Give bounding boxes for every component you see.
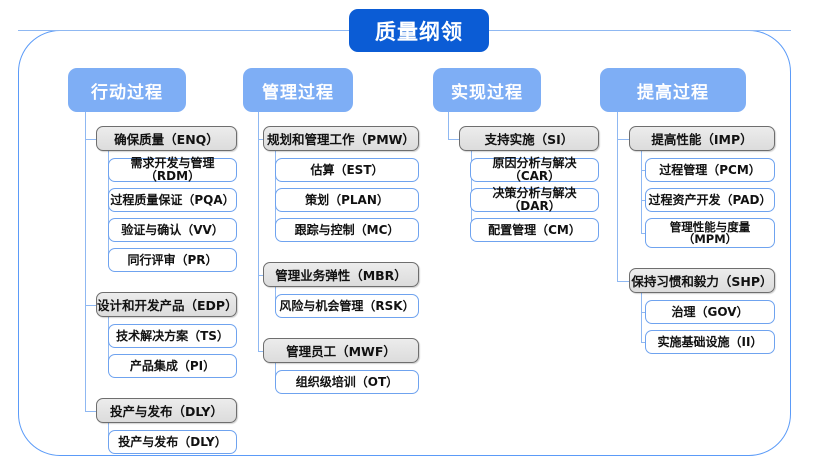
column-header-3[interactable]: 实现过程: [433, 68, 541, 112]
item-box[interactable]: 需求开发与管理（RDM）: [108, 157, 237, 182]
item-box[interactable]: 技术解决方案（TS）: [108, 324, 237, 348]
item-box[interactable]: 跟踪与控制（MC）: [275, 218, 419, 242]
item-box[interactable]: 过程资产开发（PAD）: [645, 188, 775, 212]
item-box[interactable]: 组织级培训（OT）: [275, 370, 419, 394]
column-header-2[interactable]: 管理过程: [243, 68, 353, 112]
item-box[interactable]: 投产与发布（DLY）: [108, 430, 237, 454]
item-box[interactable]: 过程管理（PCM）: [645, 158, 775, 182]
category-box[interactable]: 管理员工（MWF）: [263, 338, 419, 363]
item-box[interactable]: 估算（EST）: [275, 158, 419, 182]
item-box[interactable]: 实施基础设施（II）: [645, 330, 775, 354]
connector-stub: [641, 342, 645, 344]
item-box[interactable]: 决策分析与解决（DAR）: [470, 187, 599, 212]
connector-stub: [258, 274, 263, 276]
category-box[interactable]: 提高性能（IMP）: [629, 126, 775, 151]
column-trunk: [448, 112, 450, 139]
category-box[interactable]: 规划和管理工作（PMW）: [263, 126, 419, 151]
connector-stub: [85, 410, 96, 412]
group-trunk: [641, 151, 643, 233]
connector-stub: [617, 280, 629, 282]
item-box[interactable]: 治理（GOV）: [645, 300, 775, 324]
connector-stub: [85, 304, 96, 306]
connector-stub: [448, 138, 459, 140]
category-box[interactable]: 保持习惯和毅力（SHP）: [629, 268, 775, 293]
item-box[interactable]: 验证与确认（VV）: [108, 218, 237, 242]
category-box[interactable]: 投产与发布（DLY）: [96, 398, 237, 423]
connector-stub: [641, 233, 645, 235]
item-box[interactable]: 产品集成（PI）: [108, 354, 237, 378]
group-trunk: [641, 293, 643, 342]
diagram-title: 质量纲领: [349, 9, 489, 52]
connector-stub: [641, 200, 645, 202]
item-box[interactable]: 管理性能与度量（MPM）: [645, 218, 775, 248]
item-box[interactable]: 过程质量保证（PQA）: [108, 188, 237, 212]
category-box[interactable]: 管理业务弹性（MBR）: [263, 262, 419, 287]
category-box[interactable]: 确保质量（ENQ）: [96, 126, 237, 151]
item-box[interactable]: 风险与机会管理（RSK）: [275, 294, 419, 318]
column-trunk: [617, 112, 619, 281]
connector-stub: [617, 138, 629, 140]
column-trunk: [85, 112, 87, 411]
item-box[interactable]: 配置管理（CM）: [470, 218, 599, 242]
item-box[interactable]: 同行评审（PR）: [108, 248, 237, 272]
category-box[interactable]: 支持实施（SI）: [459, 126, 599, 151]
connector-stub: [641, 170, 645, 172]
connector-stub: [85, 138, 96, 140]
category-box[interactable]: 设计和开发产品（EDP）: [96, 292, 238, 317]
item-box[interactable]: 原因分析与解决（CAR）: [470, 157, 599, 182]
column-header-1[interactable]: 行动过程: [68, 68, 186, 112]
column-trunk: [258, 112, 260, 351]
connector-stub: [641, 312, 645, 314]
item-box[interactable]: 策划（PLAN）: [275, 188, 419, 212]
connector-stub: [258, 138, 263, 140]
connector-stub: [258, 350, 263, 352]
column-header-4[interactable]: 提高过程: [600, 68, 746, 112]
